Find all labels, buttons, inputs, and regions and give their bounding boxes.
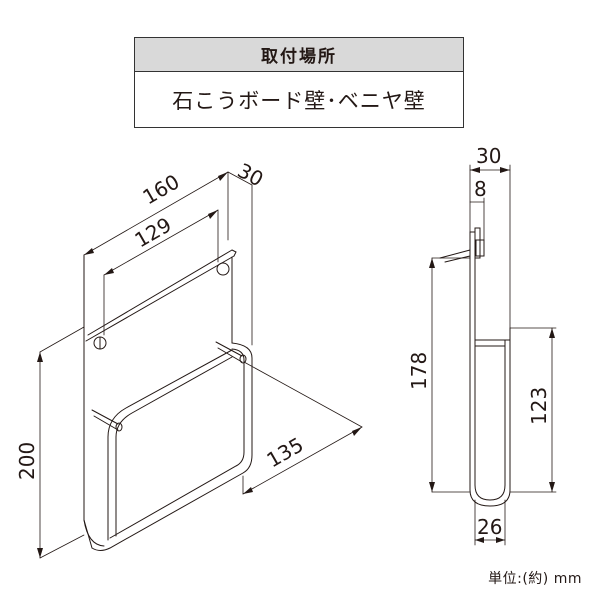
label-135: 135: [263, 432, 308, 472]
right-pin-end: [239, 354, 247, 364]
label-side-178: 178: [407, 352, 431, 390]
side-bottom-curve-inner: [474, 484, 506, 501]
side-hook: [469, 227, 481, 259]
side-dimension-lines: [431, 164, 557, 546]
arrow-160-left: [84, 248, 94, 255]
dim-160-line: [83, 171, 229, 256]
dim-129-line: [103, 209, 219, 276]
right-mount-knob: [216, 262, 230, 276]
installation-location-header: 取付場所: [135, 38, 463, 72]
top-rod: [85, 249, 235, 342]
arrow-160-right: [218, 172, 228, 181]
arrowheads: [37, 167, 555, 558]
bottom-left-edge: [83, 519, 93, 549]
arrow-200-top: [37, 352, 43, 362]
label-129: 129: [131, 212, 176, 252]
label-30: 30: [234, 158, 268, 191]
dim-135-line: [242, 426, 363, 495]
label-side-8: 8: [474, 177, 487, 201]
side-hook-screw: [475, 239, 485, 257]
arrow-135-right: [352, 427, 362, 436]
side-view: [439, 227, 511, 507]
left-pin: [91, 409, 119, 431]
side-bottom-curve: [469, 489, 511, 507]
perspective-view: [83, 249, 253, 551]
perspective-dimension-lines: [39, 171, 363, 559]
dim-200-ext-bottom: [39, 534, 85, 559]
left-pin-end: [115, 422, 123, 432]
unit-note: 単位:(約) mm: [488, 571, 582, 587]
arrow-178-top: [429, 258, 435, 268]
label-side-30: 30: [476, 144, 501, 168]
dim-200-ext-top: [39, 326, 85, 353]
arrow-135-left: [243, 487, 253, 494]
arrow-178-bottom: [429, 482, 435, 492]
label-200: 200: [15, 442, 39, 480]
arrow-side-30-right: [500, 167, 510, 173]
installation-location-table: 取付場所 石こうボード壁･ベニヤ壁: [134, 37, 464, 128]
inner-frame-top-inner: [115, 356, 233, 438]
dim-30-line: [227, 171, 253, 186]
front-frame-outer: [91, 342, 253, 551]
side-screw: [439, 249, 471, 263]
arrow-200-bottom: [37, 548, 43, 558]
arrow-side-30-left: [470, 167, 480, 173]
installation-location-value: 石こうボード壁･ベニヤ壁: [172, 89, 426, 113]
label-160: 160: [139, 169, 184, 209]
front-frame-inner: [109, 348, 245, 539]
label-side-26: 26: [477, 515, 502, 539]
top-rod-end: [231, 249, 237, 257]
back-panel-bottom-curve: [83, 519, 105, 547]
right-pin: [215, 341, 243, 363]
arrow-129-left: [104, 268, 114, 275]
dim-135-ext-right: [243, 361, 363, 428]
arrow-26-right: [496, 537, 505, 543]
label-side-123: 123: [527, 387, 551, 425]
arrow-123-bottom: [549, 482, 555, 492]
arrow-123-top: [549, 328, 555, 338]
arrow-129-right: [208, 210, 218, 219]
arrow-26-left: [475, 537, 484, 543]
inner-frame-top: [107, 349, 233, 438]
